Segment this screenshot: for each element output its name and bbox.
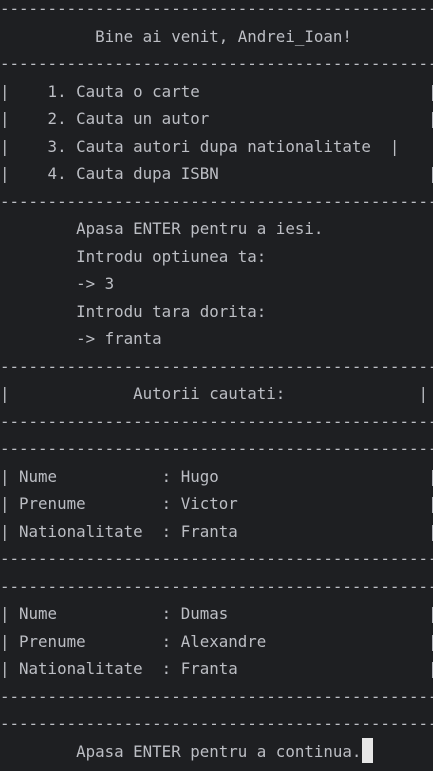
separator-line: ----------------------------------------… <box>0 549 433 568</box>
results-header: | Autorii cautati: | <box>0 384 428 403</box>
separator-line: ----------------------------------------… <box>0 714 433 733</box>
country-input-echo: -> franta <box>0 329 162 348</box>
separator-line: ----------------------------------------… <box>0 686 433 706</box>
author-1-first-name: | Prenume : Victor | <box>0 494 433 513</box>
continue-prompt-line: Apasa ENTER pentru a continua. <box>0 737 433 766</box>
country-prompt: Introdu tara dorita: <box>0 301 267 321</box>
separator-line: ----------------------------------------… <box>0 356 433 376</box>
author-2-last-name: | Nume : Dumas | <box>0 604 433 623</box>
author-2-first-name: | Prenume : Alexandre | <box>0 631 433 651</box>
separator-line: ----------------------------------------… <box>0 411 433 431</box>
author-1-last-name: | Nume : Hugo | <box>0 466 433 486</box>
separator-line: ----------------------------------------… <box>0 576 433 596</box>
continue-prompt: Apasa ENTER pentru a continua. <box>0 741 362 761</box>
exit-hint: Apasa ENTER pentru a iesi. <box>0 219 324 238</box>
menu-option-2: | 2. Cauta un autor | <box>0 109 433 128</box>
option-prompt: Introdu optiunea ta: <box>0 246 267 266</box>
option-input-echo: -> 3 <box>0 274 115 293</box>
separator-line: ----------------------------------------… <box>0 439 433 458</box>
author-1-nationality: | Nationalitate : Franta | <box>0 521 433 541</box>
separator-line: ----------------------------------------… <box>0 0 433 18</box>
menu-option-4: | 4. Cauta dupa ISBN | <box>0 164 433 183</box>
welcome-message: Bine ai venit, Andrei_Ioan! <box>0 26 352 46</box>
separator-line: ----------------------------------------… <box>0 191 433 211</box>
text-cursor[interactable] <box>362 737 374 763</box>
separator-line: ----------------------------------------… <box>0 54 433 73</box>
menu-option-1: | 1. Cauta o carte | <box>0 81 433 101</box>
menu-option-3: | 3. Cauta autori dupa nationalitate | <box>0 136 400 156</box>
author-2-nationality: | Nationalitate : Franta | <box>0 659 433 678</box>
